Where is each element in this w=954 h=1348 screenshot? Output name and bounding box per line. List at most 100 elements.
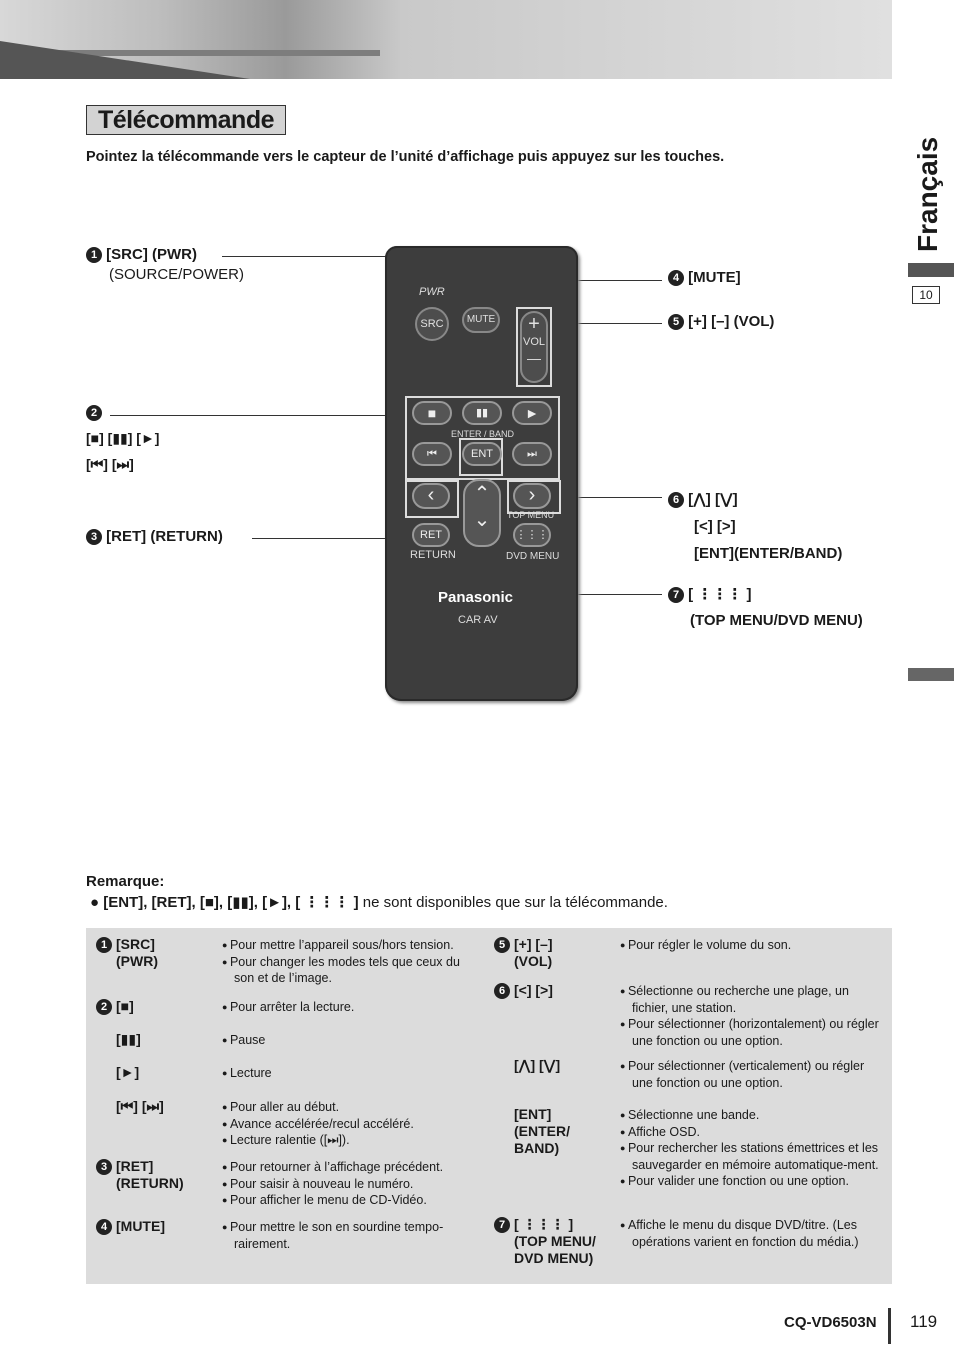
left-row-number: 2 bbox=[96, 999, 112, 1015]
description-item: Avance accélérée/recul accéléré. bbox=[222, 1116, 480, 1133]
dvd-menu-label: DVD MENU bbox=[506, 551, 560, 562]
right-row-key: [<] [>] bbox=[514, 982, 553, 998]
left-row-description: Pour retourner à l’affichage précédent.P… bbox=[222, 1159, 480, 1209]
left-row-key: [RET] (RETURN) bbox=[116, 1158, 184, 1191]
left-row-number: 3 bbox=[96, 1159, 112, 1175]
callout-src: 1 [SRC] (PWR) bbox=[86, 246, 197, 264]
callout-transport-line1: [■] [▮▮] [►] bbox=[86, 430, 160, 446]
right-row-number: 6 bbox=[494, 983, 510, 999]
callout-nav: 6 [⋀] [⋁] bbox=[668, 490, 738, 509]
remark-heading: Remarque: bbox=[86, 873, 165, 890]
left-row-description: Pause bbox=[222, 1032, 480, 1049]
left-row-description: Pour mettre le son en sourdine tempo-rai… bbox=[222, 1219, 480, 1252]
pwr-label: PWR bbox=[419, 286, 445, 298]
language-tab-label: Français bbox=[912, 136, 943, 252]
remark-line: ● [ENT], [RET], [■], [▮▮], [►], [ ⋮⋮⋮ ] … bbox=[90, 894, 668, 911]
instruction-text: Pointez la télécommande vers le capteur … bbox=[86, 149, 725, 165]
description-item: Lecture ralentie ([⏭]). bbox=[222, 1132, 480, 1149]
description-item: Pour sélectionner (horizontalement) ou r… bbox=[620, 1016, 882, 1049]
left-row-key: [▮▮] bbox=[116, 1031, 141, 1047]
top-menu-label: TOP MENU bbox=[507, 510, 555, 520]
left-row-description: Pour mettre l’appareil sous/hors tension… bbox=[222, 937, 480, 987]
description-item: Affiche le menu du disque DVD/titre. (Le… bbox=[620, 1217, 882, 1250]
updown-button: ⌃ ⌄ bbox=[463, 479, 501, 547]
left-row-number: 1 bbox=[96, 937, 112, 953]
nav-left-highlight bbox=[405, 480, 459, 518]
description-item: Pour mettre l’appareil sous/hors tension… bbox=[222, 937, 480, 954]
description-item: Pour saisir à nouveau le numéro. bbox=[222, 1176, 480, 1193]
left-row-key: [►] bbox=[116, 1064, 140, 1080]
return-label: RETURN bbox=[410, 549, 456, 561]
right-row-description: Affiche le menu du disque DVD/titre. (Le… bbox=[620, 1217, 882, 1250]
description-item: Pour retourner à l’affichage précédent. bbox=[222, 1159, 480, 1176]
play-button: ► bbox=[512, 401, 552, 425]
callout-transport-line2: [⏮] [⏭] bbox=[86, 456, 134, 472]
remote-control-image: PWR SRC MUTE + VOL — ■ ▮▮ ► ENTER / BAND… bbox=[385, 246, 578, 701]
prev-button: ⏮ bbox=[412, 442, 452, 466]
description-item: Pour régler le volume du son. bbox=[620, 937, 882, 954]
right-row-key: [+] [–] (VOL) bbox=[514, 936, 553, 969]
right-row-description: Sélectionne ou recherche une plage, un f… bbox=[620, 983, 882, 1049]
right-row-number: 7 bbox=[494, 1217, 510, 1233]
description-item: Pour rechercher les stations émettrices … bbox=[620, 1140, 882, 1173]
right-row-key: [⋀] [⋁] bbox=[514, 1057, 561, 1073]
callout-menu-sub: (TOP MENU/DVD MENU) bbox=[690, 612, 863, 629]
description-item: Sélectionne ou recherche une plage, un f… bbox=[620, 983, 882, 1016]
left-row-number: 4 bbox=[96, 1219, 112, 1235]
description-item: Pour mettre le son en sourdine tempo-rai… bbox=[222, 1219, 480, 1252]
description-item: Pour aller au début. bbox=[222, 1099, 480, 1116]
description-item: Affiche OSD. bbox=[620, 1124, 882, 1141]
brand-logo: Panasonic bbox=[438, 589, 514, 606]
dvd-menu-button: ⋮⋮⋮ bbox=[513, 523, 551, 547]
header-banner-image bbox=[0, 0, 892, 79]
right-row-number: 5 bbox=[494, 937, 510, 953]
src-button: SRC bbox=[415, 307, 449, 341]
callout-transport: 2 bbox=[86, 404, 102, 422]
vol-rocker: + VOL — bbox=[520, 311, 548, 383]
left-row-key: [■] bbox=[116, 998, 134, 1014]
footer-bar bbox=[888, 1308, 891, 1344]
ent-highlight bbox=[459, 438, 503, 476]
description-item: Pour arrêter la lecture. bbox=[222, 999, 480, 1016]
left-row-description: Pour arrêter la lecture. bbox=[222, 999, 480, 1016]
description-item: Pour changer les modes tels que ceux du … bbox=[222, 954, 480, 987]
info-table: 1[SRC] (PWR) Pour mettre l’appareil sous/… bbox=[86, 928, 892, 1284]
left-row-key: [SRC] (PWR) bbox=[116, 936, 158, 969]
description-item: Lecture bbox=[222, 1065, 480, 1082]
callout-mute: 4 [MUTE] bbox=[668, 269, 741, 287]
description-item: Pour valider une fonction ou une option. bbox=[620, 1173, 882, 1190]
side-marker bbox=[908, 668, 954, 681]
nav-right-highlight bbox=[507, 480, 561, 514]
model-number: CQ-VD6503N bbox=[784, 1314, 877, 1331]
left-button: ‹ bbox=[412, 483, 450, 509]
enter-band-label: ENTER / BAND bbox=[451, 429, 515, 439]
ent-button: ENT bbox=[462, 442, 502, 466]
mute-button: MUTE bbox=[462, 307, 500, 333]
right-row-key: [ENT] (ENTER/ BAND) bbox=[514, 1106, 570, 1156]
left-row-key: [⏮] [⏭] bbox=[116, 1098, 164, 1114]
left-row-description: Lecture bbox=[222, 1065, 480, 1082]
right-row-key: [ ⋮⋮⋮ ] (TOP MENU/ DVD MENU) bbox=[514, 1216, 596, 1266]
callout-menu: 7 [ ⋮⋮⋮ ] bbox=[668, 585, 752, 604]
description-item: Pour sélectionner (verticalement) ou rég… bbox=[620, 1058, 882, 1091]
right-row-description: Sélectionne une bande.Affiche OSD.Pour r… bbox=[620, 1107, 882, 1190]
right-row-description: Pour sélectionner (verticalement) ou rég… bbox=[620, 1058, 882, 1091]
description-item: Sélectionne une bande. bbox=[620, 1107, 882, 1124]
stop-button: ■ bbox=[412, 401, 452, 425]
callout-nav-line3: [ENT](ENTER/BAND) bbox=[694, 545, 843, 562]
section-title: Télécommande bbox=[86, 105, 286, 135]
left-row-description: Pour aller au début.Avance accélérée/rec… bbox=[222, 1099, 480, 1149]
callout-nav-line2: [<] [>] bbox=[694, 518, 736, 535]
callout-vol: 5 [+] [–] (VOL) bbox=[668, 313, 774, 331]
right-button: › bbox=[513, 483, 551, 509]
description-item: Pause bbox=[222, 1032, 480, 1049]
page-box: 10 bbox=[912, 286, 940, 304]
pause-button: ▮▮ bbox=[462, 401, 502, 425]
ret-button: RET bbox=[412, 523, 450, 547]
left-row-key: [MUTE] bbox=[116, 1218, 165, 1234]
page-number: 119 bbox=[910, 1312, 938, 1331]
description-item: Pour afficher le menu de CD-Vidéo. bbox=[222, 1192, 480, 1209]
vol-highlight bbox=[516, 307, 552, 387]
next-button: ⏭ bbox=[512, 442, 552, 466]
callout-src-sub: (SOURCE/POWER) bbox=[109, 266, 244, 283]
